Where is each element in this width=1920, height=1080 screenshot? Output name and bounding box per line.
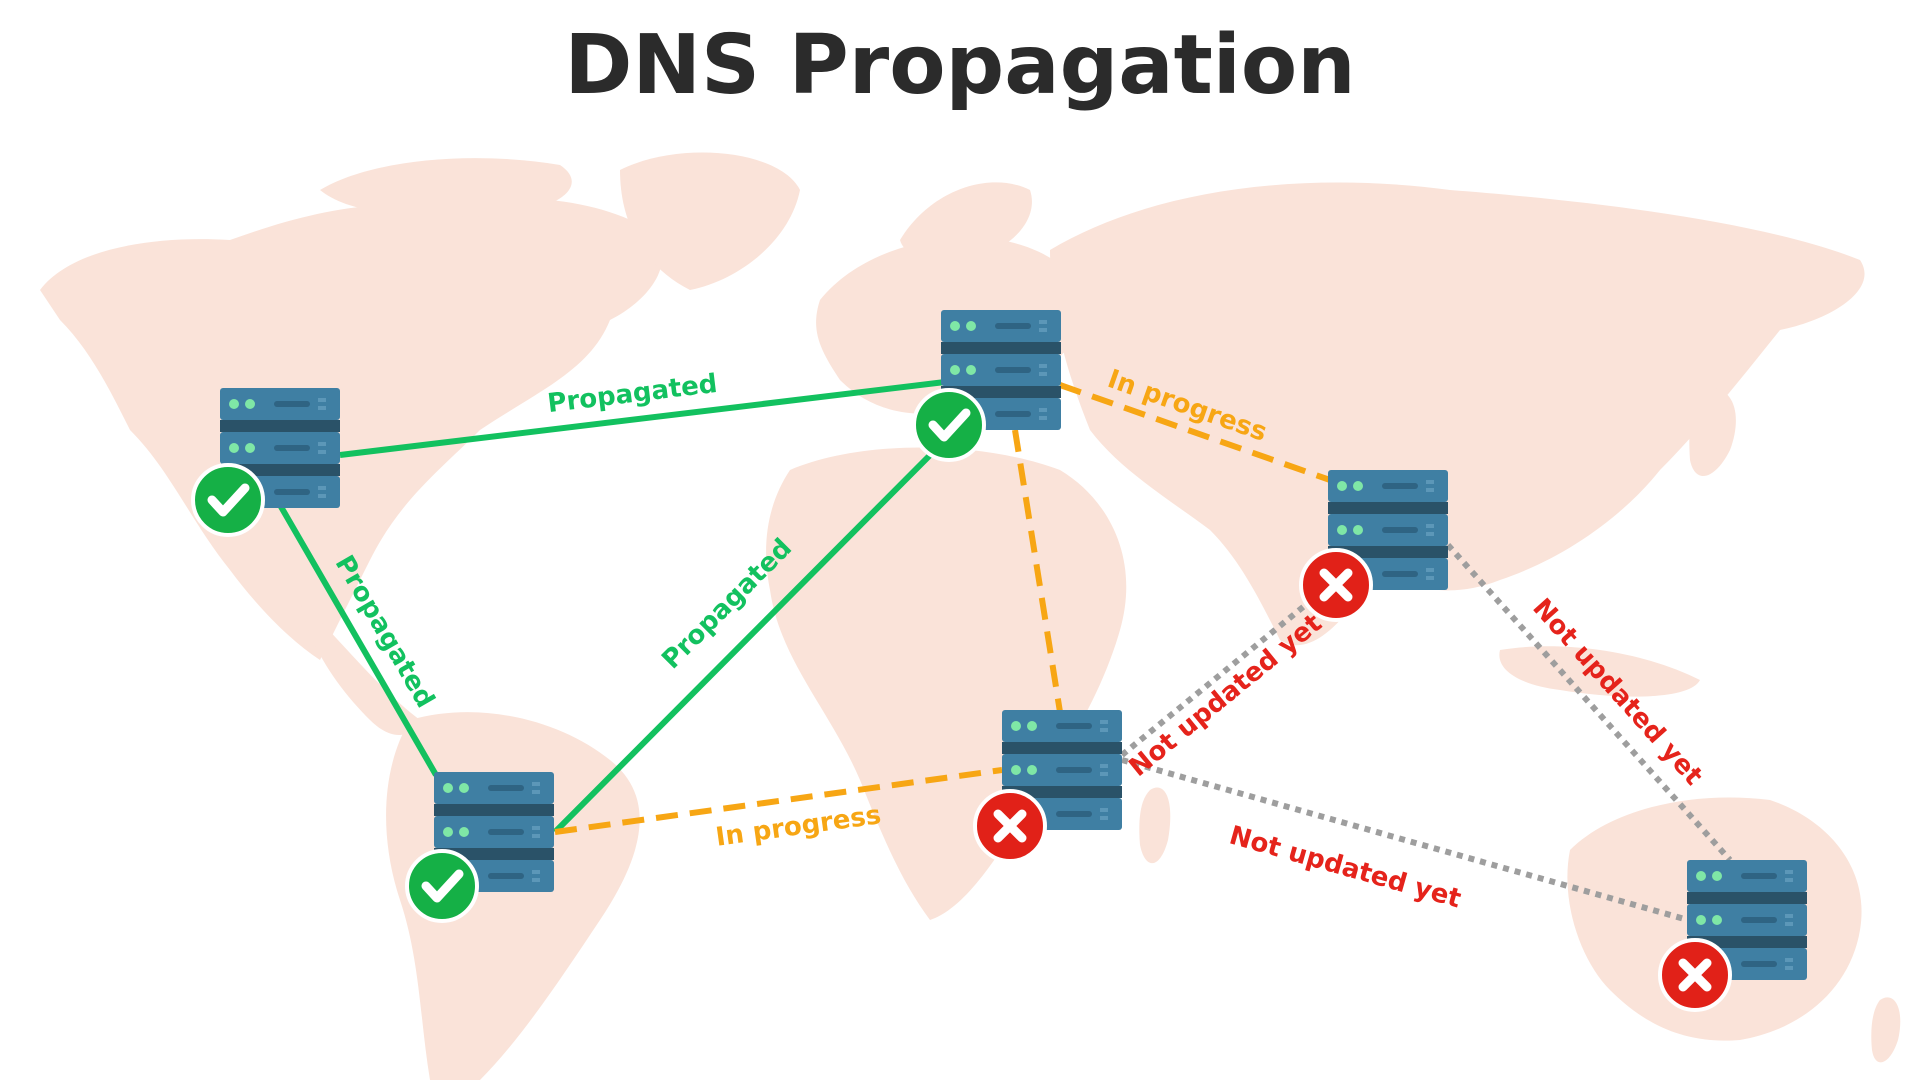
map-japan <box>1689 388 1736 477</box>
connection-af-asia <box>1120 582 1332 758</box>
server-south-america[interactable] <box>405 772 554 923</box>
map-indonesia <box>1499 646 1700 697</box>
connection-sa-af <box>554 767 1003 835</box>
connection-label-asia-au: Not updated yet <box>1526 593 1708 791</box>
server-north-america[interactable] <box>191 388 340 537</box>
connections <box>277 379 1733 923</box>
map-asia <box>1050 182 1865 646</box>
map-new-zealand <box>1871 997 1901 1063</box>
server-australia[interactable] <box>1658 860 1807 1012</box>
connection-na-eu <box>339 379 946 458</box>
connection-asia-au <box>1445 542 1733 863</box>
status-check-icon <box>191 463 265 537</box>
map-africa <box>766 447 1127 920</box>
status-x-icon <box>973 789 1047 863</box>
servers <box>191 310 1807 1012</box>
connection-sa-eu <box>552 422 963 835</box>
connection-af-au <box>1121 757 1689 923</box>
connection-eu-af <box>1012 429 1063 713</box>
world-map <box>40 152 1901 1080</box>
connection-na-sa <box>277 503 439 777</box>
connection-label-af-au: Not updated yet <box>1226 821 1464 915</box>
map-scandinavia <box>900 182 1032 261</box>
page-title: DNS Propagation <box>564 18 1356 113</box>
status-x-icon <box>1299 548 1373 622</box>
map-madagascar <box>1139 787 1171 864</box>
status-x-icon <box>1658 938 1732 1012</box>
connection-eu-asia <box>1059 382 1331 483</box>
server-asia[interactable] <box>1299 470 1448 622</box>
map-north-america <box>40 198 663 661</box>
map-greenland <box>620 152 800 290</box>
map-canada-islands <box>320 158 572 217</box>
status-check-icon <box>912 388 986 462</box>
server-europe[interactable] <box>912 310 1061 462</box>
status-check-icon <box>405 849 479 923</box>
connection-label-af-asia: Not updated yet <box>1124 608 1328 783</box>
server-africa[interactable] <box>973 710 1122 863</box>
